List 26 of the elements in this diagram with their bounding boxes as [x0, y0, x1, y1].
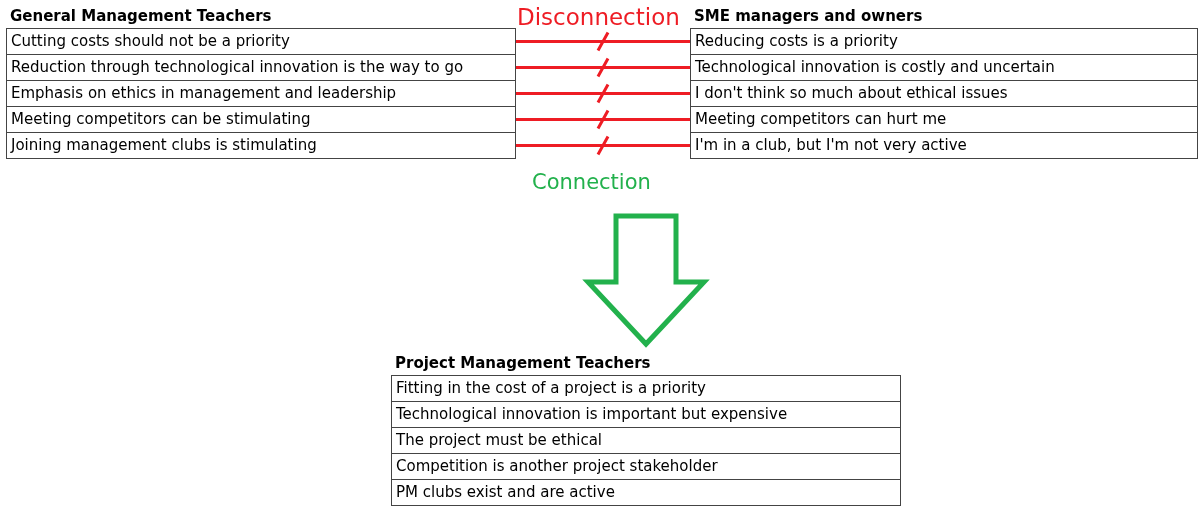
table-cell: Reduction through technological innovation is the way to go — [6, 54, 516, 81]
table-heading: General Management Teachers — [10, 7, 272, 25]
table-cell: PM clubs exist and are active — [391, 479, 901, 506]
table-cell: I'm in a club, but I'm not very active — [690, 132, 1198, 159]
table-heading: Project Management Teachers — [395, 354, 651, 372]
crossed-line — [514, 83, 692, 104]
crossed-line — [514, 31, 692, 52]
crossed-line — [514, 57, 692, 78]
crossed-line — [514, 135, 692, 156]
crossed-line — [514, 109, 692, 130]
table-cell: Joining management clubs is stimulating — [6, 132, 516, 159]
block-arrow — [582, 213, 710, 348]
table-cell: Reducing costs is a priority — [690, 28, 1198, 55]
table-cell: Cutting costs should not be a priority — [6, 28, 516, 55]
table-cell: Technological innovation is important but expensive — [391, 401, 901, 428]
table-cell: Competition is another project stakeholder — [391, 453, 901, 480]
table-cell: I don't think so much about ethical issues — [690, 80, 1198, 107]
table-cell: The project must be ethical — [391, 427, 901, 454]
table-cell: Fitting in the cost of a project is a priority — [391, 375, 901, 402]
table-cell: Meeting competitors can be stimulating — [6, 106, 516, 133]
table-cell: Technological innovation is costly and uncertain — [690, 54, 1198, 81]
table-cell: Emphasis on ethics in management and leadership — [6, 80, 516, 107]
heading-text: Disconnection — [517, 4, 680, 30]
table-heading: SME managers and owners — [694, 7, 923, 25]
table-cell: Meeting competitors can hurt me — [690, 106, 1198, 133]
heading-text: Connection — [532, 170, 651, 194]
